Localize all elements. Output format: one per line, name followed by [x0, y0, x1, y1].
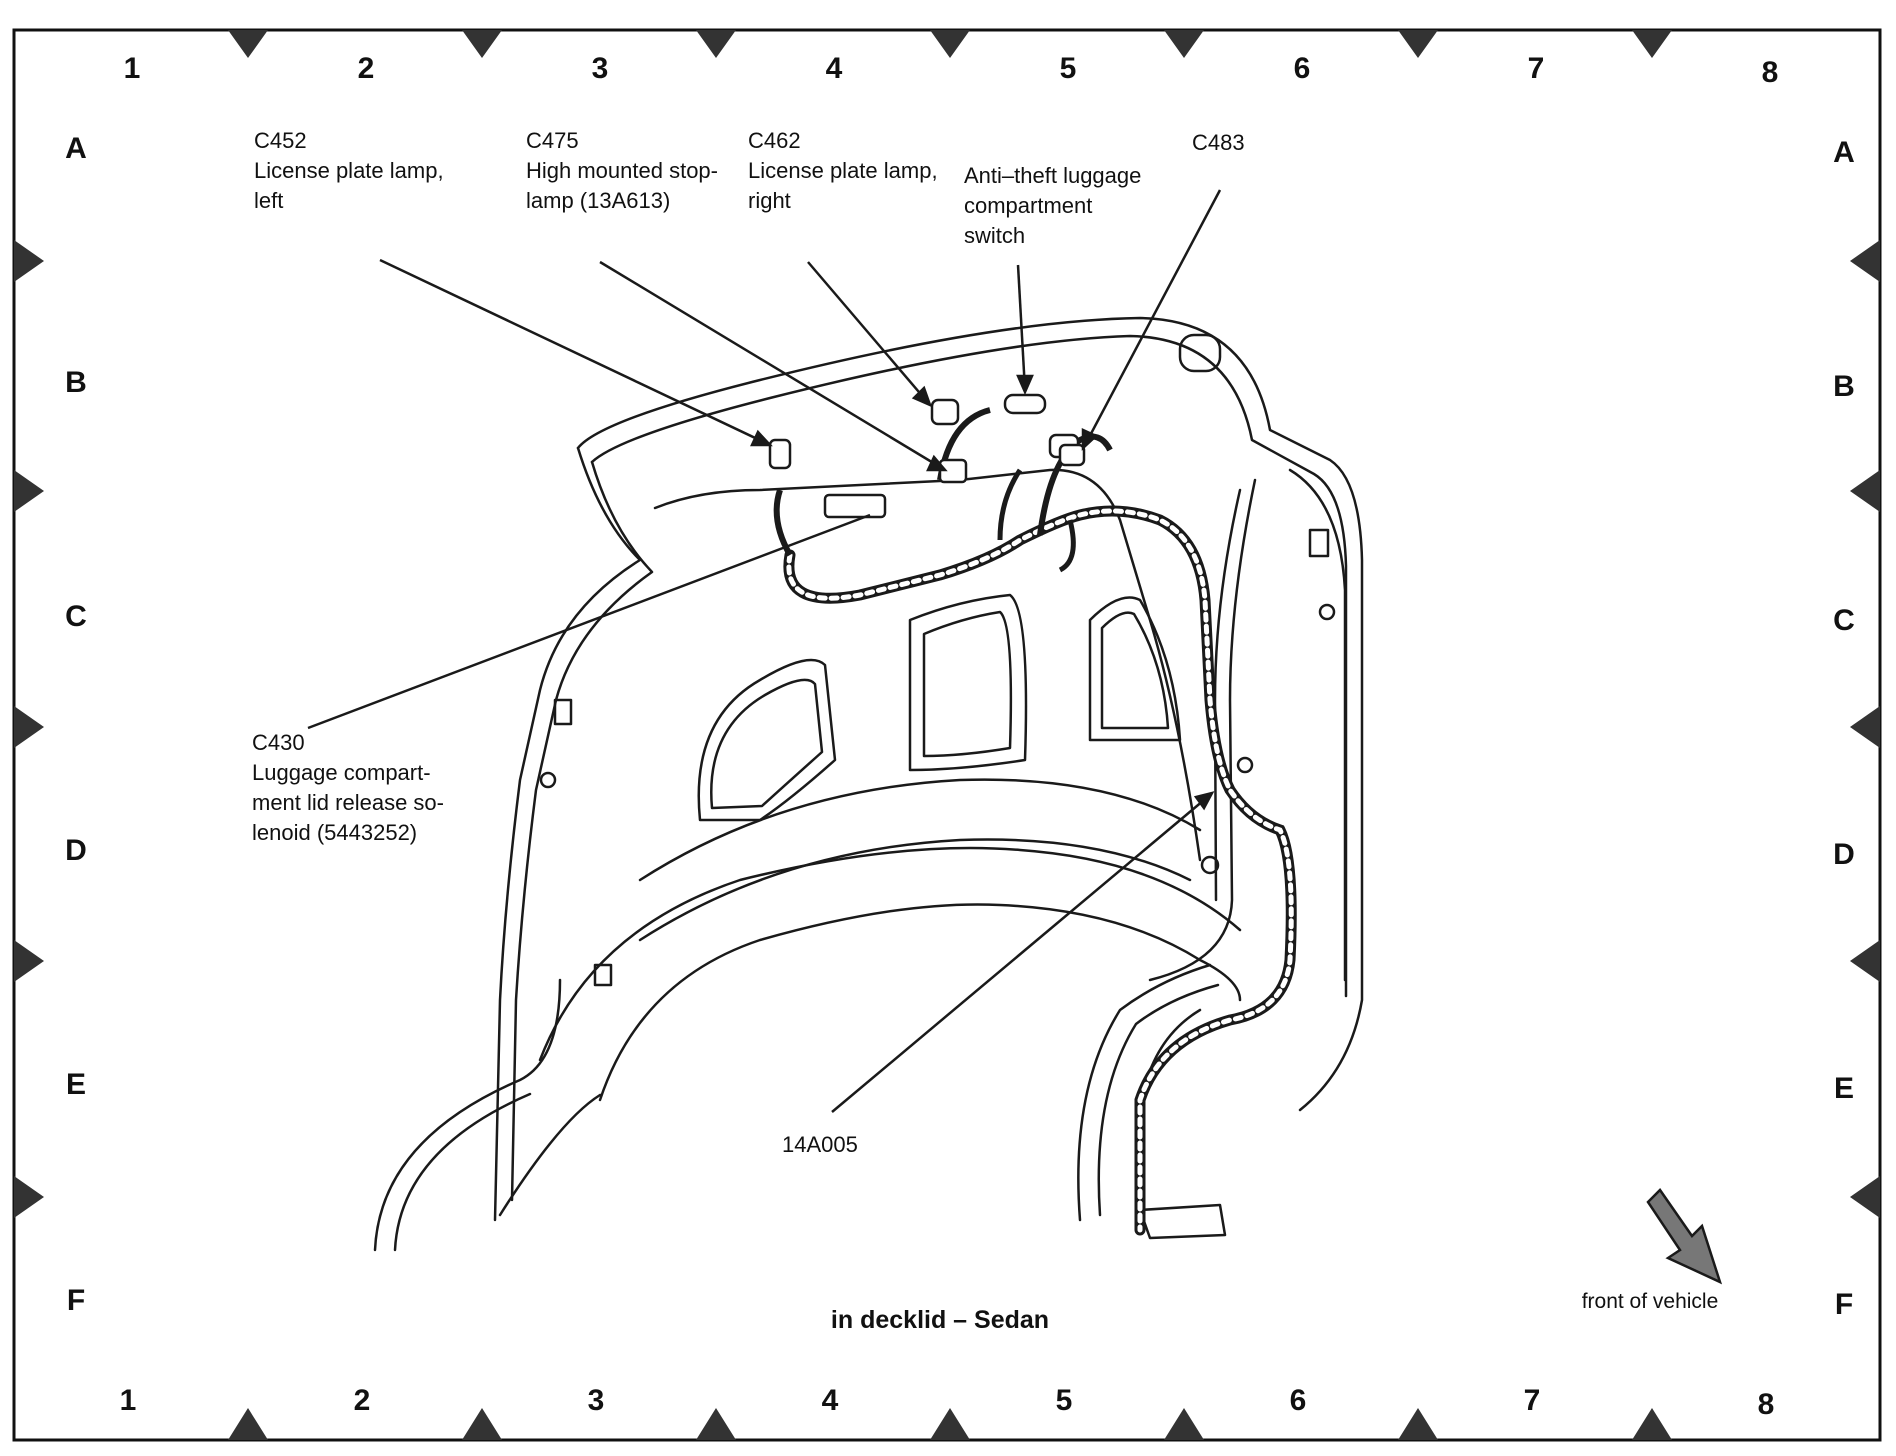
callout-code: C475: [526, 128, 579, 153]
right-markers: [1850, 240, 1880, 1218]
col-label-top-3: 3: [591, 52, 609, 85]
row-label-right-e: E: [1833, 1072, 1854, 1105]
row-label-right-c: C: [1833, 604, 1855, 637]
leader-c475: [599, 260, 946, 472]
leader-lines: [307, 189, 1222, 1113]
callout-code: C430: [252, 730, 305, 755]
leader-c430: [307, 513, 871, 730]
col-label-bottom-3: 3: [587, 1384, 605, 1417]
col-label-bottom-8: 8: [1757, 1388, 1775, 1421]
row-label-right-f: F: [1834, 1288, 1854, 1321]
leader-c452: [379, 258, 771, 447]
callout-desc-line: lamp (13A613): [526, 188, 671, 213]
diagram-caption: in decklid – Sedan: [830, 1306, 1050, 1334]
col-label-bottom-1: 1: [119, 1384, 137, 1417]
callout-desc-line: High mounted stop-: [526, 158, 718, 183]
leader-14a005: [831, 794, 1211, 1113]
callout-desc-line: lenoid (5443252): [252, 820, 418, 845]
callout-c430: C430 Luggage compart- ment lid release s…: [252, 728, 444, 848]
front-of-vehicle-label: front of vehicle: [1581, 1290, 1719, 1313]
left-markers: [14, 240, 44, 1218]
callout-desc-line: compartment: [964, 193, 1093, 218]
callout-code: C452: [254, 128, 307, 153]
col-label-bottom-7: 7: [1523, 1384, 1541, 1417]
bottom-markers: [228, 1408, 1672, 1440]
callout-desc-line: License plate lamp,: [254, 158, 444, 183]
col-label-bottom-2: 2: [353, 1384, 371, 1417]
col-label-top-4: 4: [825, 52, 843, 85]
callout-code: C483: [1192, 130, 1245, 155]
callout-code: 14A005: [782, 1132, 858, 1157]
row-label-right-b: B: [1833, 370, 1855, 403]
row-label-left-a: A: [65, 132, 87, 165]
callout-desc-line: switch: [964, 223, 1026, 248]
leader-c462: [807, 261, 931, 406]
col-label-top-6: 6: [1293, 52, 1311, 85]
callout-desc-line: Luggage compart-: [252, 760, 431, 785]
col-label-top-8: 8: [1761, 56, 1779, 89]
callout-desc-line: left: [254, 188, 284, 213]
callout-c452: C452 License plate lamp, left: [254, 126, 444, 216]
col-label-top-1: 1: [123, 52, 141, 85]
row-label-left-f: F: [66, 1284, 86, 1317]
col-label-bottom-5: 5: [1055, 1384, 1073, 1417]
callout-c483: C483: [1192, 128, 1245, 158]
wiring-harness: [773, 407, 1297, 1236]
row-label-left-c: C: [65, 600, 87, 633]
callout-desc-line: ment lid release so-: [252, 790, 444, 815]
leader-antitheft: [1016, 264, 1027, 391]
row-label-right-d: D: [1833, 838, 1855, 871]
decklid-drawing: [373, 316, 1364, 1252]
callout-desc-line: Anti–theft luggage: [964, 163, 1142, 188]
callout-desc-line: right: [748, 188, 791, 213]
col-label-top-2: 2: [357, 52, 375, 85]
callout-code: C462: [748, 128, 801, 153]
callout-c462: C462 License plate lamp, right: [748, 126, 938, 216]
top-markers: [228, 30, 1672, 58]
col-label-bottom-4: 4: [821, 1384, 839, 1417]
row-label-left-b: B: [65, 366, 87, 399]
leader-c483: [1083, 189, 1222, 446]
col-label-bottom-6: 6: [1289, 1384, 1307, 1417]
row-label-left-e: E: [65, 1068, 86, 1101]
front-arrow-icon: [1646, 1188, 1723, 1285]
callout-antitheft-switch: Anti–theft luggage compartment switch: [964, 161, 1141, 251]
row-label-right-a: A: [1833, 136, 1855, 169]
col-label-top-5: 5: [1059, 52, 1077, 85]
callout-desc-line: License plate lamp,: [748, 158, 938, 183]
callout-14a005: 14A005: [782, 1130, 858, 1160]
callout-c475: C475 High mounted stop- lamp (13A613): [526, 126, 718, 216]
col-label-top-7: 7: [1527, 52, 1545, 85]
row-label-left-d: D: [65, 834, 87, 867]
connectors: [768, 393, 1086, 519]
